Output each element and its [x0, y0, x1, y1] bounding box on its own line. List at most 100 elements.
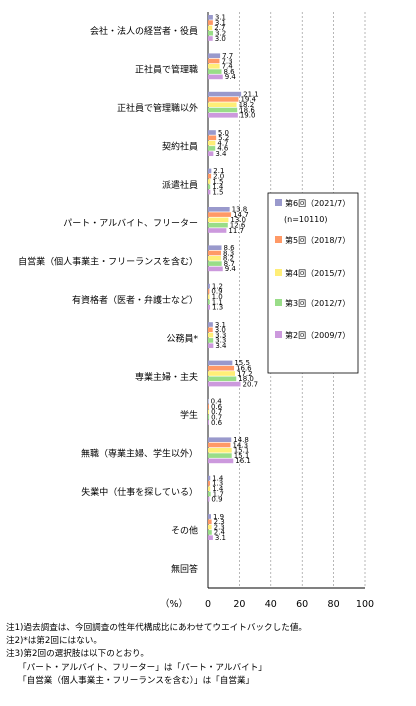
value-label: 1.1 [212, 298, 223, 306]
bar [208, 266, 223, 272]
legend-entry: 第4回（2015/7） [285, 268, 350, 278]
category-label: その他 [171, 524, 198, 536]
value-label: 21.1 [243, 90, 259, 98]
category-label: 無職（専業主婦、学生以外） [81, 448, 198, 460]
bar [208, 437, 232, 442]
value-label: 14.8 [233, 436, 249, 444]
bar [208, 442, 231, 448]
value-label: 3.0 [215, 35, 226, 43]
axis-unit-label: （%） [160, 598, 188, 610]
category-label: 派遣社員 [162, 179, 198, 191]
value-label: 0.6 [211, 403, 223, 411]
value-label: 3.0 [215, 326, 226, 334]
value-label: 0.4 [211, 398, 223, 406]
bar [208, 256, 221, 261]
value-label: 3.1 [215, 19, 226, 27]
value-label: 18.0 [238, 375, 254, 383]
value-label: 1.3 [212, 304, 223, 312]
bar [208, 135, 217, 141]
value-label: 1.3 [212, 480, 223, 488]
bar [208, 130, 216, 135]
category-label: 公務員* [166, 332, 198, 344]
bar [208, 97, 239, 102]
bar [208, 514, 211, 519]
x-tick-label: 20 [233, 599, 245, 610]
category-label: 正社員で管理職以外 [117, 102, 198, 114]
value-label: 5.0 [218, 129, 229, 137]
bar [208, 189, 211, 195]
category-label: 正社員で管理職 [135, 64, 198, 76]
value-label: 8.6 [224, 68, 236, 76]
category-label: 学生 [180, 409, 198, 421]
footnote: 注2)*は第2回にはない。 [6, 636, 102, 647]
value-label: 2.3 [214, 518, 225, 526]
footnote: 注3)第2回の選択肢は以下のとおり。 [6, 649, 150, 660]
bar [208, 222, 228, 228]
value-label: 13.0 [230, 216, 246, 224]
bar [208, 179, 211, 184]
bar [208, 140, 216, 146]
x-tick-label: 40 [265, 599, 277, 610]
bar [208, 305, 211, 310]
bar [208, 524, 212, 530]
bar [208, 535, 213, 540]
bar [208, 289, 210, 294]
category-label: 会社・法人の経営者・役員 [90, 25, 198, 37]
bar [208, 36, 213, 41]
value-label: 5.2 [218, 134, 229, 142]
legend-entry: 第2回（2009/7） [285, 330, 350, 340]
bar [208, 486, 211, 491]
value-label: 15.5 [234, 359, 250, 367]
bar [208, 294, 210, 299]
bar [208, 365, 235, 371]
bar [208, 519, 212, 525]
value-label: 4.6 [217, 145, 229, 153]
bar [208, 343, 214, 348]
category-labels: 会社・法人の経営者・役員正社員で管理職正社員で管理職以外契約社員派遣社員パート・… [18, 25, 198, 575]
bar [208, 25, 213, 31]
value-label: 14.3 [232, 441, 248, 449]
value-label: 15.1 [234, 447, 250, 455]
bar [208, 250, 222, 256]
value-label: 1.9 [213, 513, 224, 521]
bar [208, 299, 210, 305]
category-label: パート・アルバイト、フリーター [63, 218, 198, 229]
bar [208, 360, 233, 366]
bar-chart: 3.13.12.73.23.07.77.37.48.69.421.119.418… [18, 12, 374, 610]
bar [208, 338, 214, 343]
bar [208, 381, 241, 387]
bar [208, 107, 238, 113]
legend-swatch [275, 199, 282, 206]
value-label: 3.1 [215, 14, 226, 22]
value-label: 9.4 [225, 265, 237, 273]
value-label: 0.9 [211, 496, 222, 504]
bar [208, 332, 214, 338]
value-label: 0.7 [211, 408, 222, 416]
bar [208, 448, 232, 453]
legend-box [267, 192, 359, 374]
value-label: 3.4 [215, 150, 227, 158]
value-label: 0.9 [211, 288, 222, 296]
legend-entry: 第3回（2012/7） [285, 298, 350, 308]
bar [208, 481, 211, 486]
bar [208, 409, 210, 415]
bar [208, 283, 210, 289]
bar [208, 91, 242, 97]
bar [208, 491, 211, 497]
bar [208, 58, 220, 64]
bar [208, 173, 212, 179]
value-label: 0.6 [211, 419, 223, 427]
bar [208, 212, 232, 217]
value-label: 18.6 [239, 106, 255, 114]
value-label: 7.7 [222, 52, 233, 60]
bar [208, 207, 230, 212]
bar [208, 53, 221, 58]
bar [208, 453, 232, 458]
value-label: 19.4 [240, 96, 256, 104]
x-tick-label: 60 [296, 599, 308, 610]
bar [208, 420, 209, 425]
value-label: 2.0 [213, 173, 224, 181]
bar [208, 399, 209, 404]
legend: 第6回（2021/7）第5回（2018/7）第4回（2015/7）第3回（201… [267, 192, 359, 374]
